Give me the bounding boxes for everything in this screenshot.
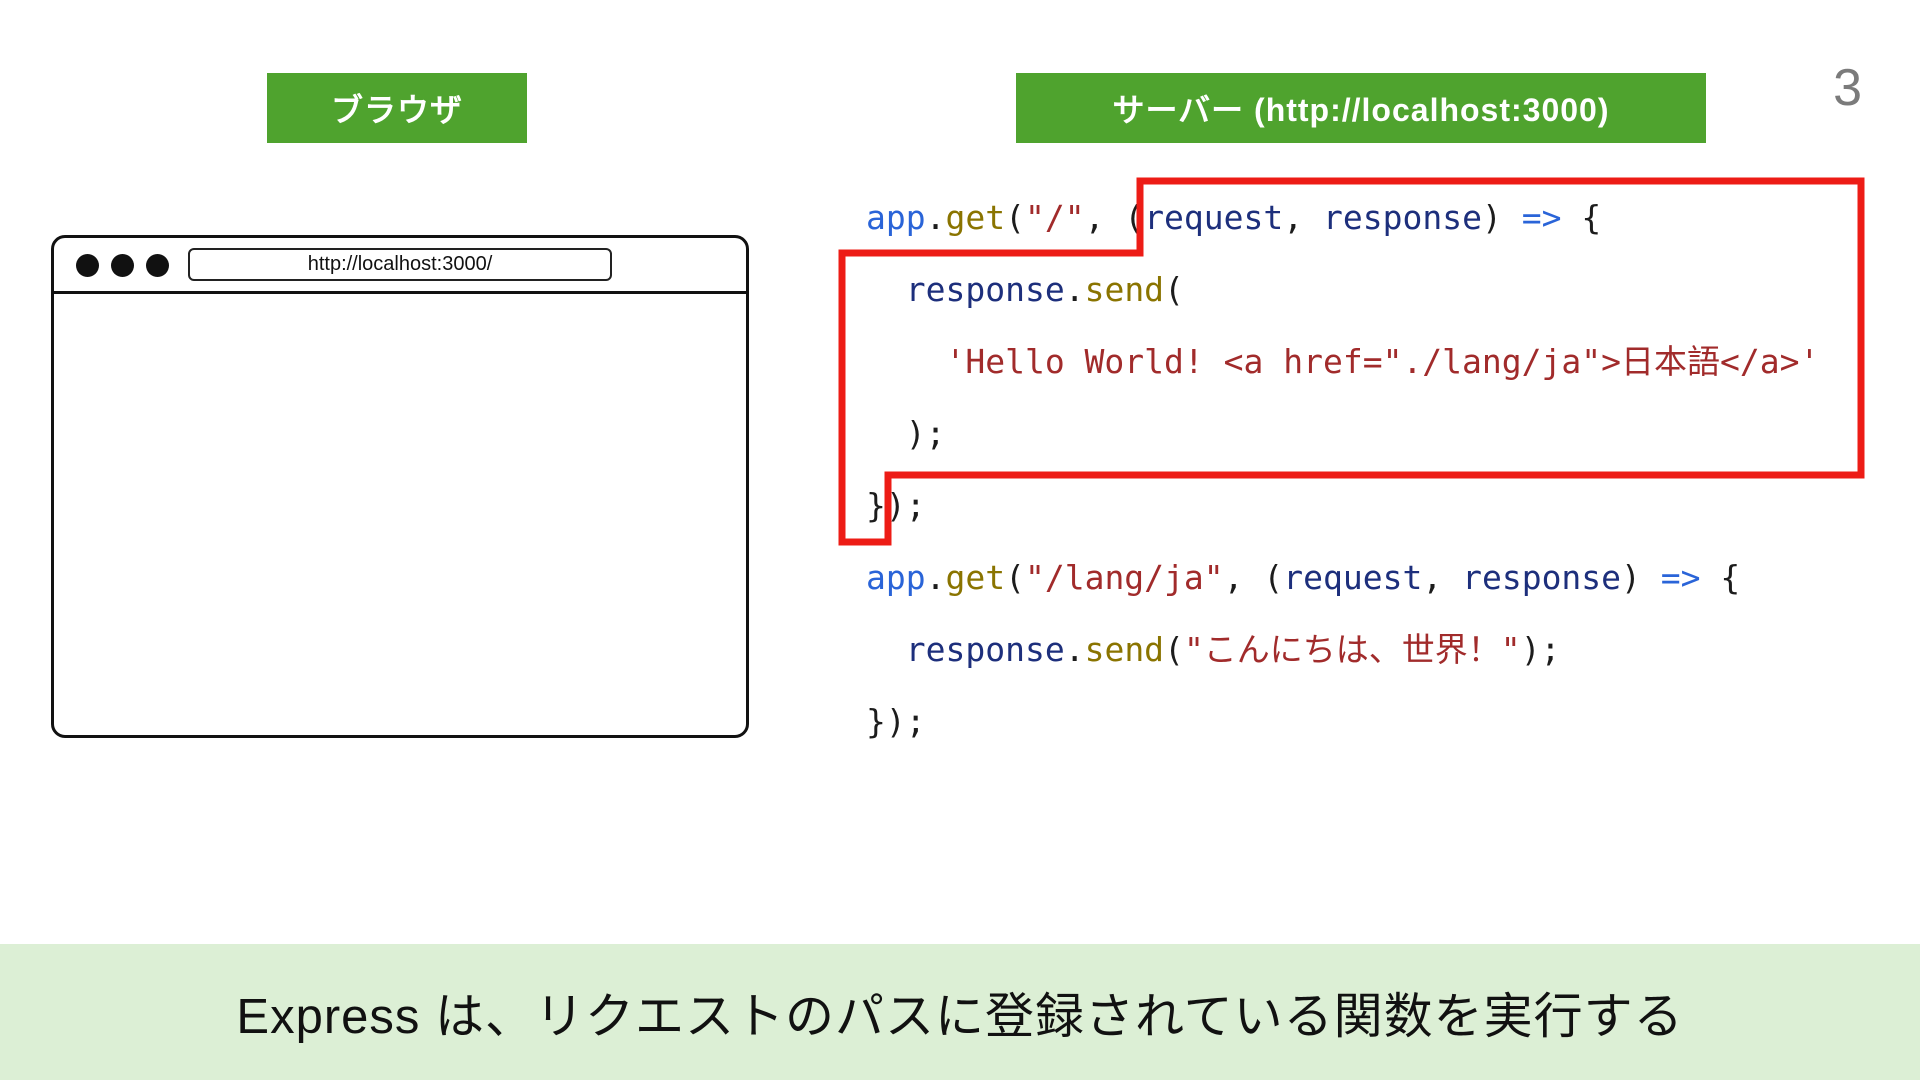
code-line: }); [866, 470, 1819, 542]
caption-banner: Express は、リクエストのパスに登録されている関数を実行する [0, 944, 1920, 1080]
code-token: send [1084, 270, 1165, 309]
code-line: ); [866, 398, 1819, 470]
url-text: http://localhost:3000/ [307, 253, 493, 275]
server-header-text: サーバー (http://localhost:3000) [1112, 92, 1610, 128]
code-token: response [1323, 198, 1482, 237]
code-line: 'Hello World! <a href="./lang/ja">日本語</a… [866, 326, 1819, 398]
url-bar: http://localhost:3000/ [188, 248, 612, 281]
code-token: response [905, 630, 1065, 669]
browser-window-mockup: http://localhost:3000/ [51, 235, 749, 738]
code-token: get [945, 558, 1006, 597]
code-token: , ( [1084, 198, 1145, 237]
code-token: request [1144, 198, 1284, 237]
window-dot-icon [76, 254, 99, 277]
code-block: app.get("/", (request, response) => { re… [866, 182, 1819, 758]
code-token: ( [1164, 630, 1184, 669]
code-token: send [1084, 630, 1165, 669]
code-token: response [1462, 558, 1622, 597]
code-token: . [1064, 270, 1085, 309]
code-token: => [1521, 198, 1562, 237]
page-number: 3 [1833, 59, 1862, 117]
code-token: . [925, 198, 946, 237]
code-token: }); [866, 702, 926, 741]
code-token: ) [1621, 558, 1661, 597]
code-token: ) [1481, 198, 1522, 237]
code-token: app [866, 198, 926, 237]
browser-header-label: ブラウザ [267, 73, 527, 143]
code-token: "/lang/ja" [1024, 558, 1224, 597]
browser-header-text: ブラウザ [330, 92, 463, 128]
code-token: ( [1005, 198, 1025, 237]
code-line: app.get("/", (request, response) => { [866, 182, 1819, 254]
code-token: ( [1164, 270, 1184, 309]
code-token: , ( [1223, 558, 1284, 597]
code-token: app [866, 558, 926, 597]
code-token: response [905, 270, 1065, 309]
code-token: "/" [1024, 198, 1085, 237]
code-token: => [1660, 558, 1701, 597]
code-token: ); [1520, 630, 1561, 669]
code-token: 'Hello World! <a href="./lang/ja">日本語</a… [945, 342, 1820, 381]
code-token: , [1422, 558, 1463, 597]
code-line: }); [866, 686, 1819, 758]
code-token: request [1283, 558, 1423, 597]
code-token: { [1700, 558, 1741, 597]
code-token [866, 630, 906, 669]
code-token: { [1561, 198, 1602, 237]
code-token [866, 270, 906, 309]
code-line: response.send( [866, 254, 1819, 326]
code-token: get [945, 198, 1006, 237]
code-token: . [925, 558, 946, 597]
code-token: ( [1005, 558, 1025, 597]
browser-window-titlebar: http://localhost:3000/ [54, 238, 746, 294]
code-token: , [1283, 198, 1324, 237]
caption-text: Express は、リクエストのパスに登録されている関数を実行する [236, 989, 1684, 1044]
server-header-label: サーバー (http://localhost:3000) [1016, 73, 1706, 143]
code-line: response.send("こんにちは、世界！"); [866, 614, 1819, 686]
code-line: app.get("/lang/ja", (request, response) … [866, 542, 1819, 614]
code-token: . [1064, 630, 1085, 669]
code-token [866, 342, 945, 381]
code-token: ); [866, 414, 946, 453]
window-dot-icon [146, 254, 169, 277]
code-token: }); [866, 486, 926, 525]
code-token: "こんにちは、世界！" [1183, 630, 1521, 669]
window-dot-icon [111, 254, 134, 277]
